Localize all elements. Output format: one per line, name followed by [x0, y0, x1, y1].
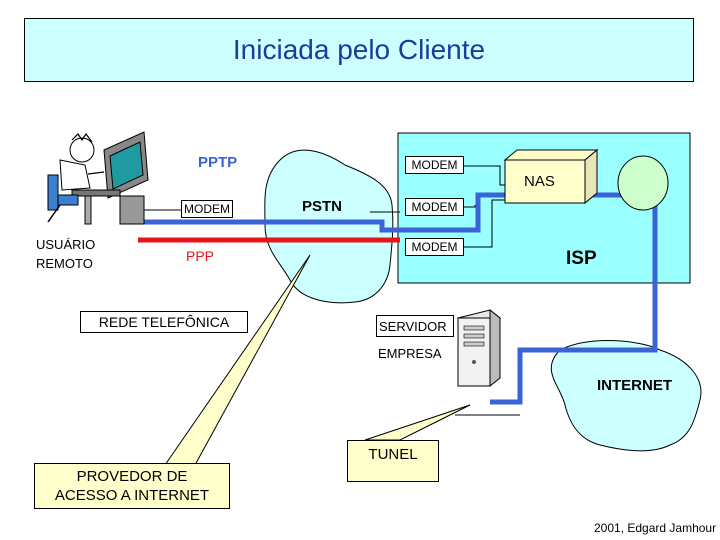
- internet-label: INTERNET: [597, 377, 672, 394]
- nas-box-front: [504, 159, 586, 204]
- usuario-label-line2: REMOTO: [36, 256, 93, 271]
- isp-modem-2-label: MODEM: [411, 200, 458, 214]
- nas-box-side: [584, 148, 598, 205]
- user-modem-label: MODEM: [184, 202, 230, 216]
- provedor-callout: PROVEDOR DE ACESSO A INTERNET: [34, 463, 230, 509]
- user-modem: MODEM: [181, 200, 233, 218]
- nas-box-top: [503, 149, 599, 161]
- provedor-label-line2: ACESSO A INTERNET: [54, 487, 210, 504]
- server-tower-icon: [456, 308, 502, 388]
- usuario-label-line1: USUÁRIO: [36, 237, 96, 252]
- tunel-callout: TUNEL: [347, 440, 439, 482]
- pstn-label: PSTN: [302, 198, 343, 215]
- isp-modem-3-label: MODEM: [411, 240, 458, 254]
- title-box: Iniciada pelo Cliente: [24, 18, 694, 82]
- nas-label: NAS: [524, 173, 555, 190]
- page-title: Iniciada pelo Cliente: [232, 34, 486, 65]
- pstn-cloud: [264, 149, 394, 304]
- credit-text: 2001, Edgard Jamhour: [594, 521, 717, 535]
- isp-modem-1: MODEM: [405, 156, 464, 174]
- tunel-callout-pointer: [364, 404, 471, 441]
- ppp-label: PPP: [186, 248, 215, 264]
- servidor-box: SERVIDOR: [376, 315, 454, 337]
- isp-label: ISP: [566, 248, 597, 269]
- rede-telefonica-label: REDE TELEFÔNICA: [98, 314, 230, 330]
- router-ellipse: [617, 155, 669, 211]
- isp-modem-1-label: MODEM: [411, 158, 458, 172]
- remote-user-computer-icon: [47, 131, 149, 225]
- provedor-label-line1: PROVEDOR DE: [76, 468, 188, 485]
- internet-cloud: [550, 340, 702, 452]
- tunel-label: TUNEL: [368, 446, 418, 463]
- empresa-label: EMPRESA: [378, 346, 442, 361]
- rede-telefonica-box: REDE TELEFÔNICA: [80, 311, 248, 333]
- pptp-label: PPTP: [198, 154, 238, 171]
- modem-connector-3: [464, 199, 512, 248]
- servidor-label: SERVIDOR: [379, 318, 447, 334]
- isp-modem-2: MODEM: [405, 198, 464, 216]
- isp-modem-3: MODEM: [405, 238, 464, 256]
- modem-connector-2: [464, 205, 476, 208]
- provedor-callout-pointer: [164, 254, 311, 466]
